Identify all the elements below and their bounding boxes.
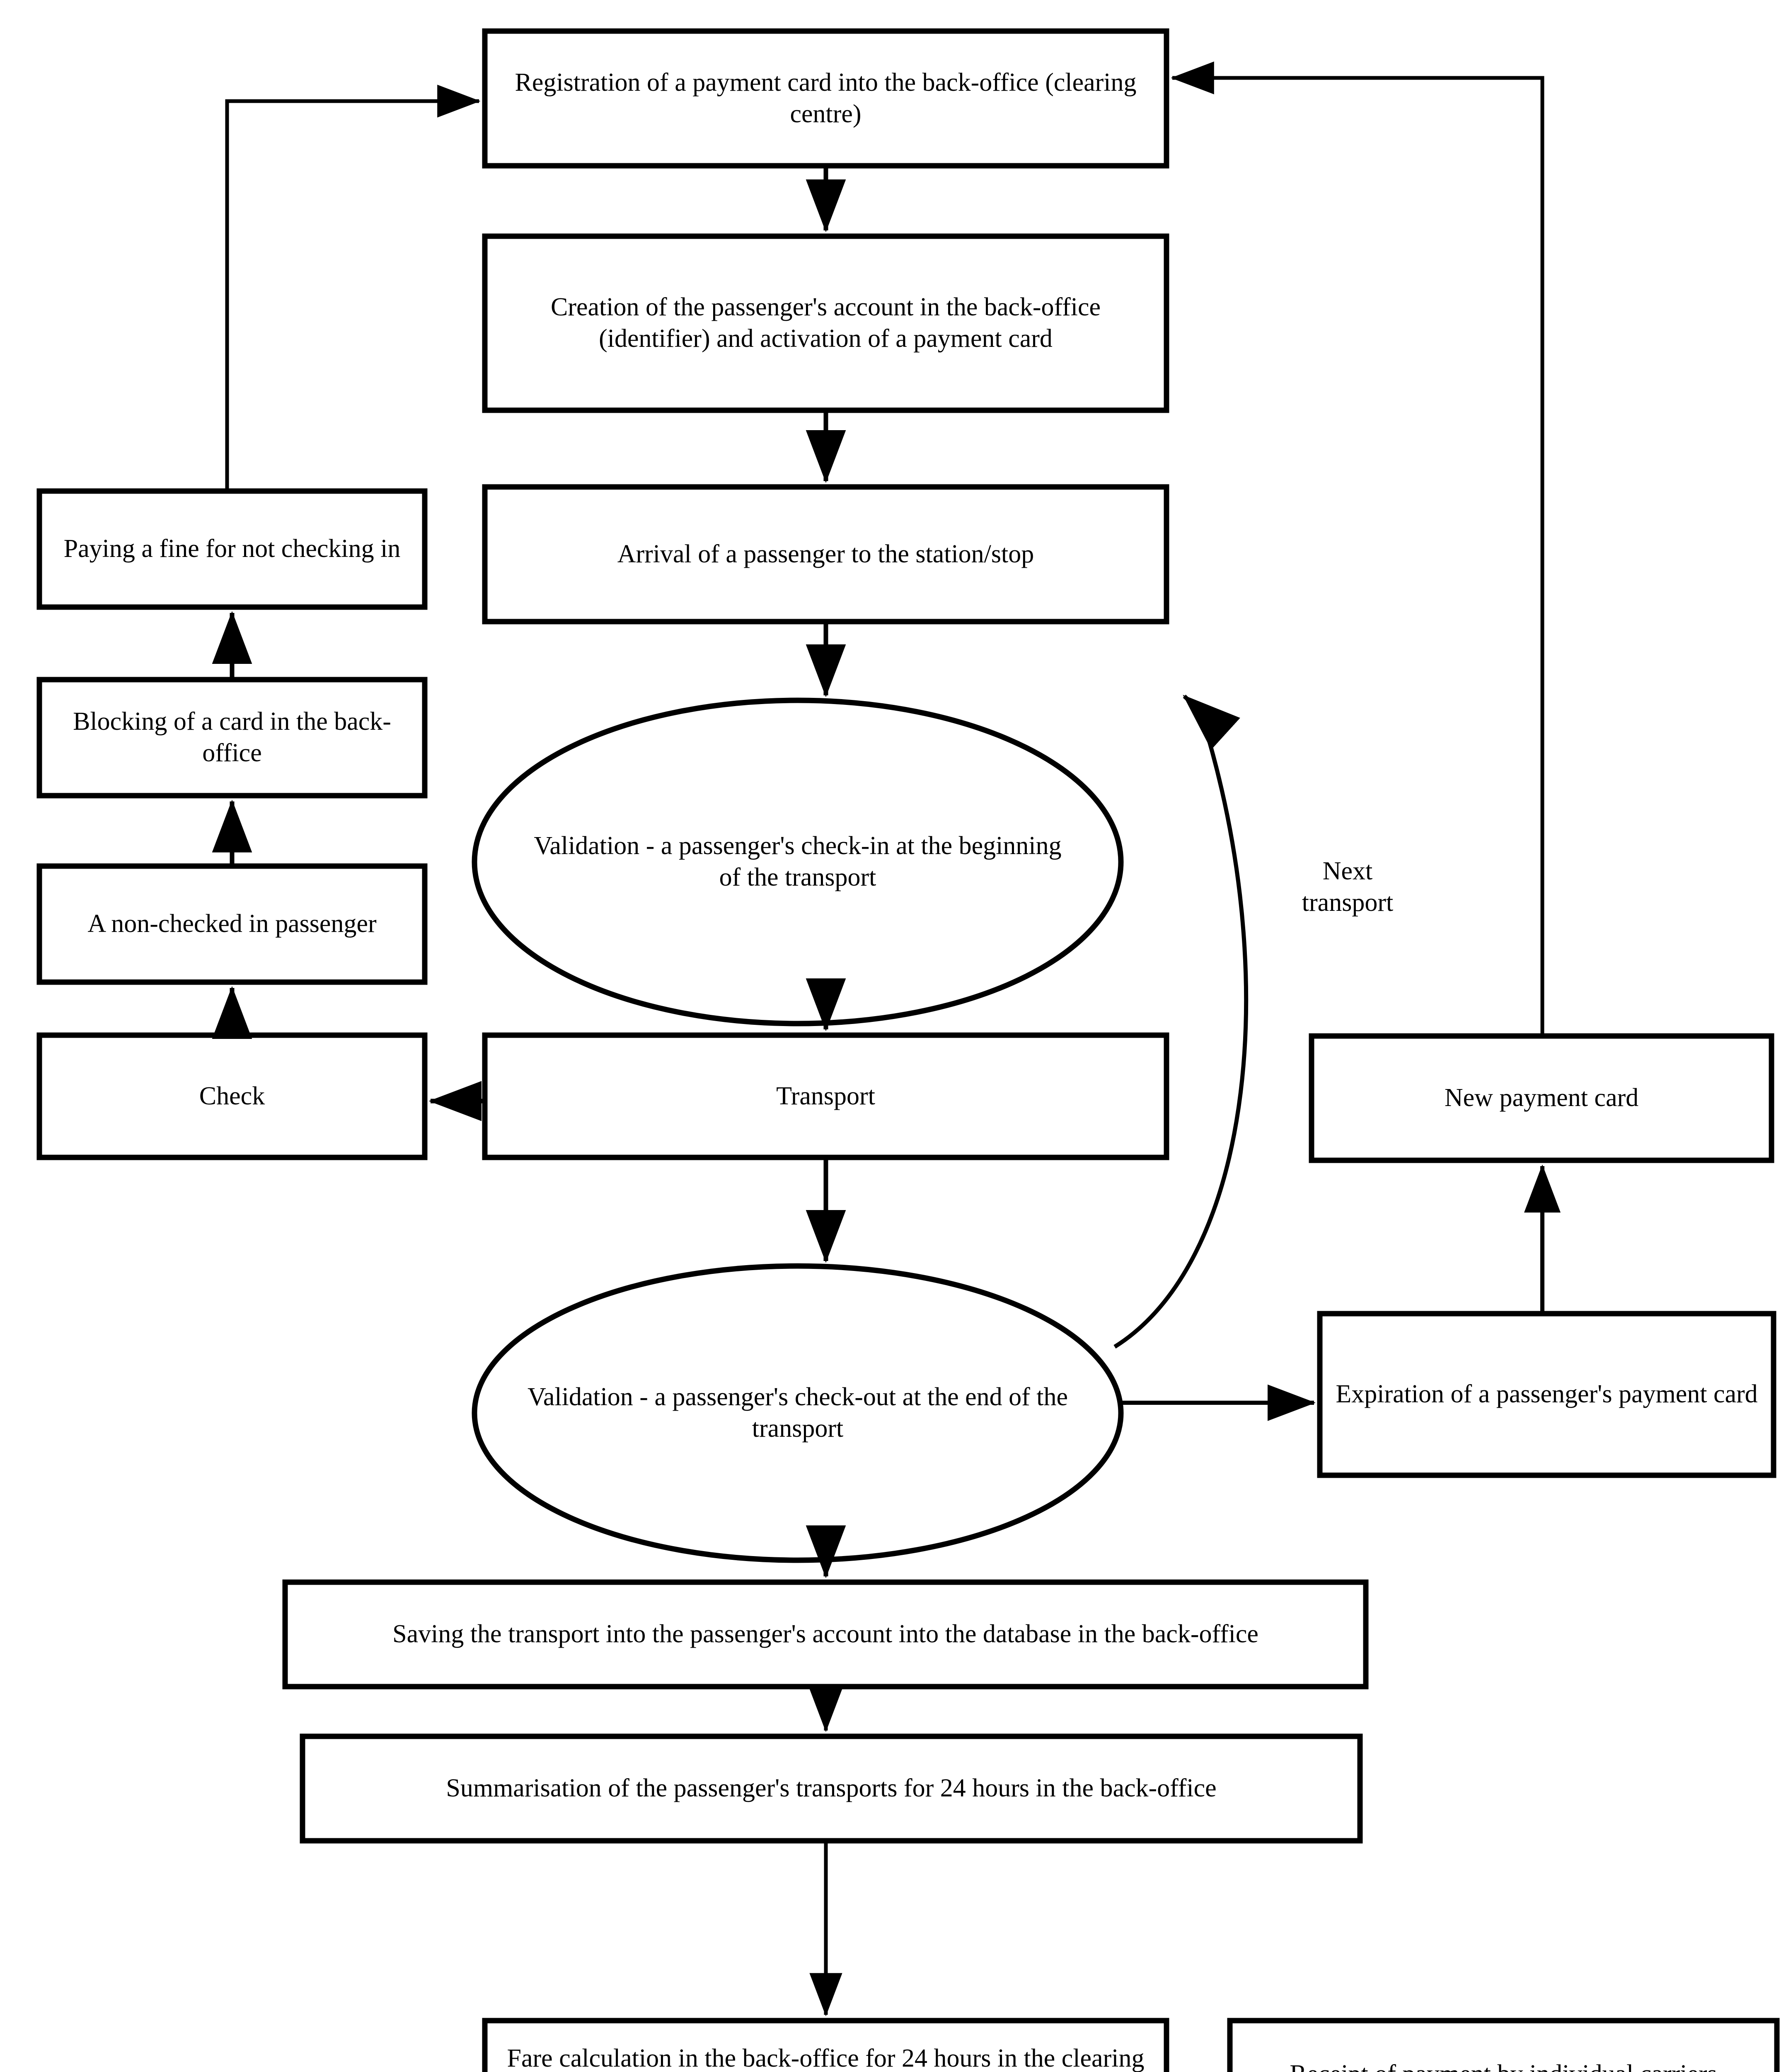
node-shape-arrival[interactable] bbox=[482, 484, 1169, 625]
node-shape-creation[interactable] bbox=[482, 233, 1169, 413]
node-shape-validation-checkout[interactable] bbox=[472, 1263, 1124, 1563]
node-shape-new-card[interactable] bbox=[1309, 1033, 1774, 1163]
node-shape-registration[interactable] bbox=[482, 28, 1169, 169]
edge-label-next-transport: Next transport bbox=[1302, 857, 1394, 917]
node-shape-validation-checkin[interactable] bbox=[472, 697, 1124, 1026]
node-shape-fine[interactable] bbox=[36, 488, 428, 610]
edges bbox=[212, 61, 1561, 2016]
node-shapes bbox=[36, 28, 1780, 2072]
node-shape-fare-calculation[interactable] bbox=[482, 2018, 1169, 2072]
node-shape-expiration[interactable] bbox=[1317, 1311, 1776, 1478]
node-shape-transport[interactable] bbox=[482, 1032, 1169, 1160]
node-shape-saving[interactable] bbox=[282, 1579, 1369, 1690]
node-shape-check[interactable] bbox=[36, 1032, 428, 1160]
node-shape-receipt[interactable] bbox=[1227, 2018, 1780, 2072]
node-shape-blocking[interactable] bbox=[36, 677, 428, 799]
edge-fine-to-registration bbox=[225, 85, 481, 491]
edge-new-card-to-registration bbox=[1171, 61, 1544, 1036]
node-shape-summarisation[interactable] bbox=[300, 1733, 1363, 1844]
node-shape-non-checked[interactable] bbox=[36, 863, 428, 985]
edge-validation-checkout-to-arrival bbox=[1113, 695, 1249, 1349]
